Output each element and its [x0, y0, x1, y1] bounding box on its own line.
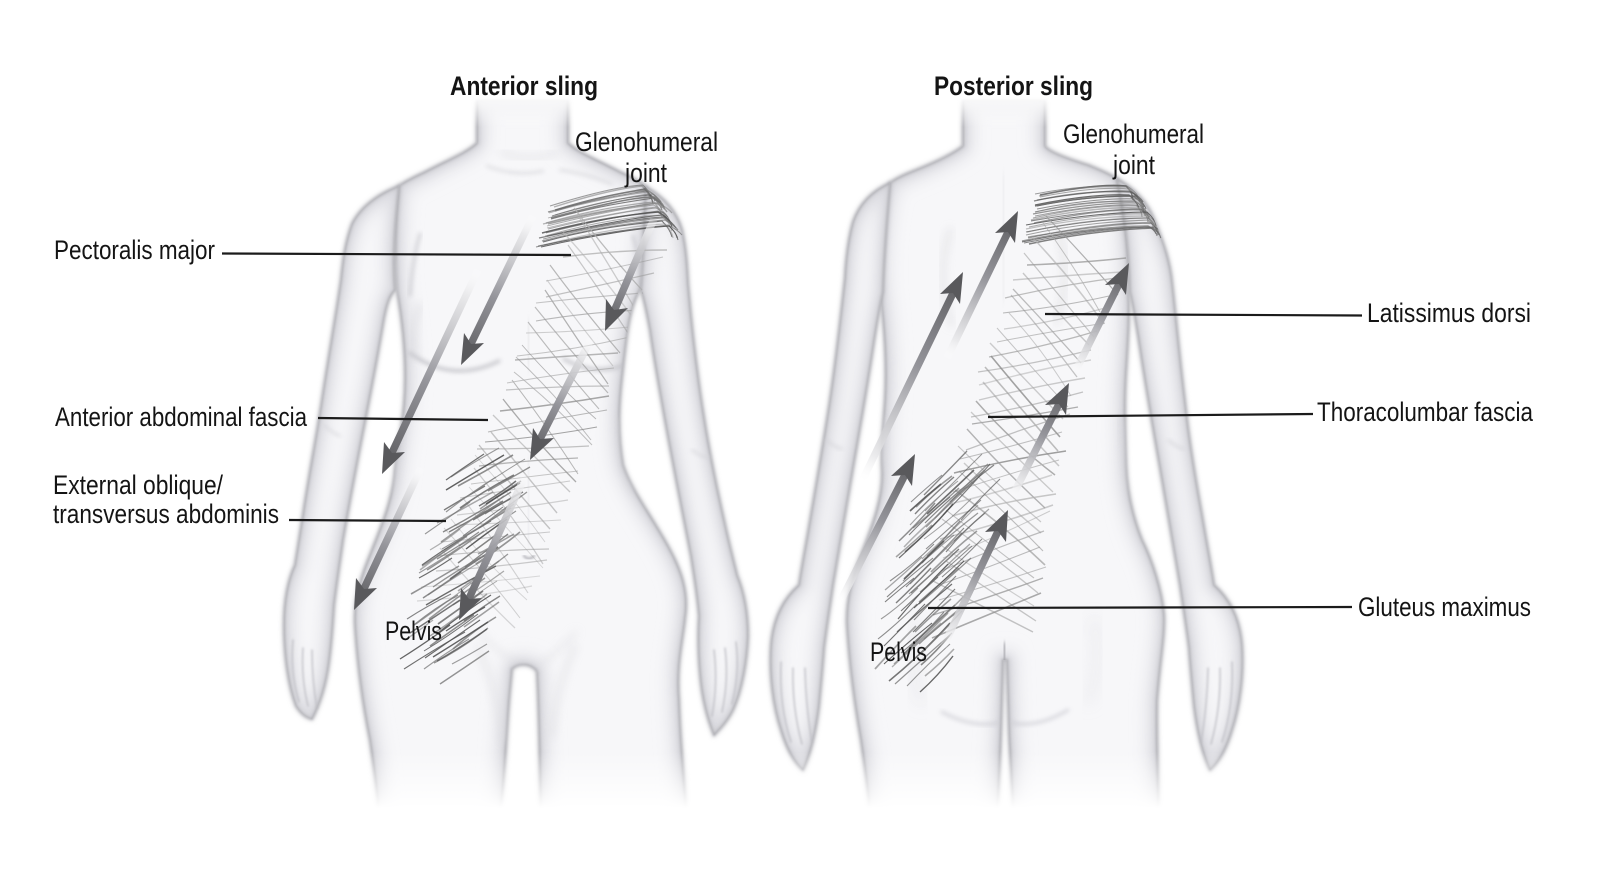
svg-text:Glenohumeral: Glenohumeral — [575, 127, 718, 157]
svg-text:Anterior abdominal fascia: Anterior abdominal fascia — [55, 402, 308, 432]
svg-text:Pectoralis major: Pectoralis major — [54, 235, 215, 265]
svg-text:Posterior sling: Posterior sling — [934, 71, 1093, 101]
svg-text:External oblique/: External oblique/ — [53, 470, 223, 500]
svg-text:Gluteus maximus: Gluteus maximus — [1358, 592, 1531, 622]
svg-text:joint: joint — [624, 158, 667, 188]
svg-text:Latissimus dorsi: Latissimus dorsi — [1367, 298, 1531, 328]
svg-text:Glenohumeral: Glenohumeral — [1063, 119, 1204, 149]
svg-text:Thoracolumbar fascia: Thoracolumbar fascia — [1317, 397, 1534, 427]
svg-text:Anterior sling: Anterior sling — [450, 71, 598, 101]
svg-text:transversus abdominis: transversus abdominis — [53, 499, 279, 529]
svg-text:Pelvis: Pelvis — [385, 616, 442, 646]
svg-text:joint: joint — [1112, 150, 1155, 180]
svg-text:Pelvis: Pelvis — [870, 637, 927, 667]
